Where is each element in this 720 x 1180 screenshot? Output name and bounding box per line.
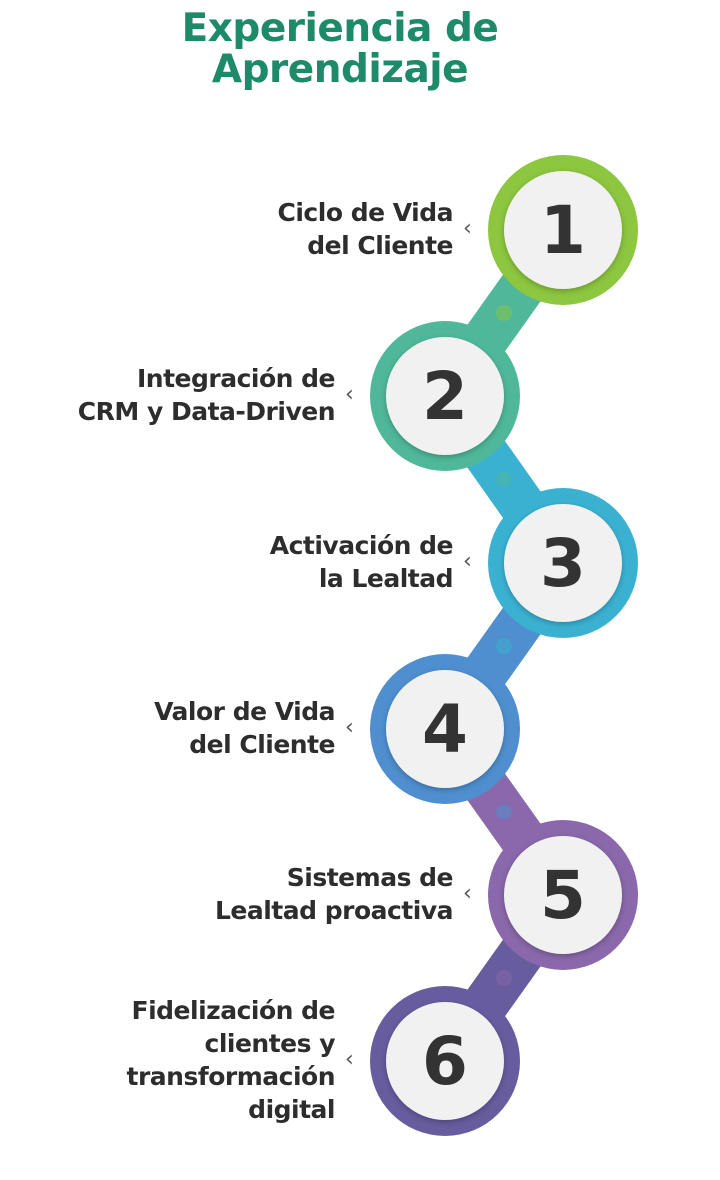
connector-joint-1	[496, 305, 512, 321]
step-label-5: Sistemas de Lealtad proactiva	[214, 861, 454, 927]
step-node-1: 1	[488, 155, 638, 305]
step-label-line: CRM y Data-Driven	[77, 397, 336, 426]
step-number-1: 1	[540, 192, 586, 269]
step-node-3: 3	[488, 488, 638, 638]
step-chevron-icon: ‹	[463, 216, 472, 241]
step-node-2: 2	[370, 321, 520, 471]
step-label-line: clientes y	[204, 1029, 336, 1058]
step-label-line: digital	[248, 1095, 335, 1124]
step-chevron-icon: ‹	[345, 382, 354, 407]
step-number-3: 3	[540, 525, 586, 602]
step-label-line: Valor de Vida	[154, 697, 335, 726]
step-label-line: Sistemas de	[286, 863, 454, 892]
step-label-2: Integración de CRM y Data-Driven	[77, 362, 336, 428]
step-inner-circle-3	[504, 504, 622, 622]
step-label-line: Fidelización de	[131, 996, 336, 1025]
step-inner-circle-1	[504, 171, 622, 289]
connector-joint-2	[496, 471, 512, 488]
step-label-3: Activación de la Lealtad	[269, 529, 454, 595]
step-chevron-icon: ‹	[463, 881, 472, 906]
step-inner-circle-4	[386, 670, 504, 788]
step-label-line: Activación de	[269, 531, 454, 560]
connector-joint-5	[496, 970, 512, 986]
page-title: Experiencia de Aprendizaje	[0, 8, 680, 90]
step-chevron-icon: ‹	[463, 549, 472, 574]
step-number-6: 6	[422, 1023, 468, 1100]
step-label-4: Valor de Vida del Cliente	[154, 695, 335, 761]
step-node-5: 5	[488, 820, 638, 970]
step-node-6: 6	[370, 986, 520, 1136]
step-chevron-icon: ‹	[345, 1047, 354, 1072]
step-label-line: Ciclo de Vida	[277, 198, 454, 227]
title-line-2: Aprendizaje	[211, 47, 469, 92]
step-inner-circle-6	[386, 1002, 504, 1120]
step-number-2: 2	[422, 358, 468, 435]
title-line-1: Experiencia de	[181, 6, 499, 51]
rings-layer: 1 2 3 4 5 6	[370, 155, 638, 1136]
step-label-line: la Lealtad	[318, 564, 454, 593]
connector-joint-3	[496, 638, 512, 654]
step-label-6: Fidelización de clientes y transformación d…	[127, 994, 336, 1126]
connector-joint-4	[496, 804, 512, 820]
step-chevron-icon: ‹	[345, 715, 354, 740]
step-label-line: del Cliente	[307, 231, 453, 260]
step-label-line: transformación	[126, 1062, 336, 1091]
step-label-line: Integración de	[136, 364, 336, 393]
step-inner-circle-5	[504, 836, 622, 954]
step-label-line: del Cliente	[189, 730, 335, 759]
step-number-4: 4	[422, 691, 468, 768]
step-node-4: 4	[370, 654, 520, 804]
step-label-1: Ciclo de Vida del Cliente	[277, 196, 454, 262]
step-label-line: Lealtad proactiva	[214, 896, 454, 925]
step-number-5: 5	[540, 857, 586, 934]
step-inner-circle-2	[386, 337, 504, 455]
